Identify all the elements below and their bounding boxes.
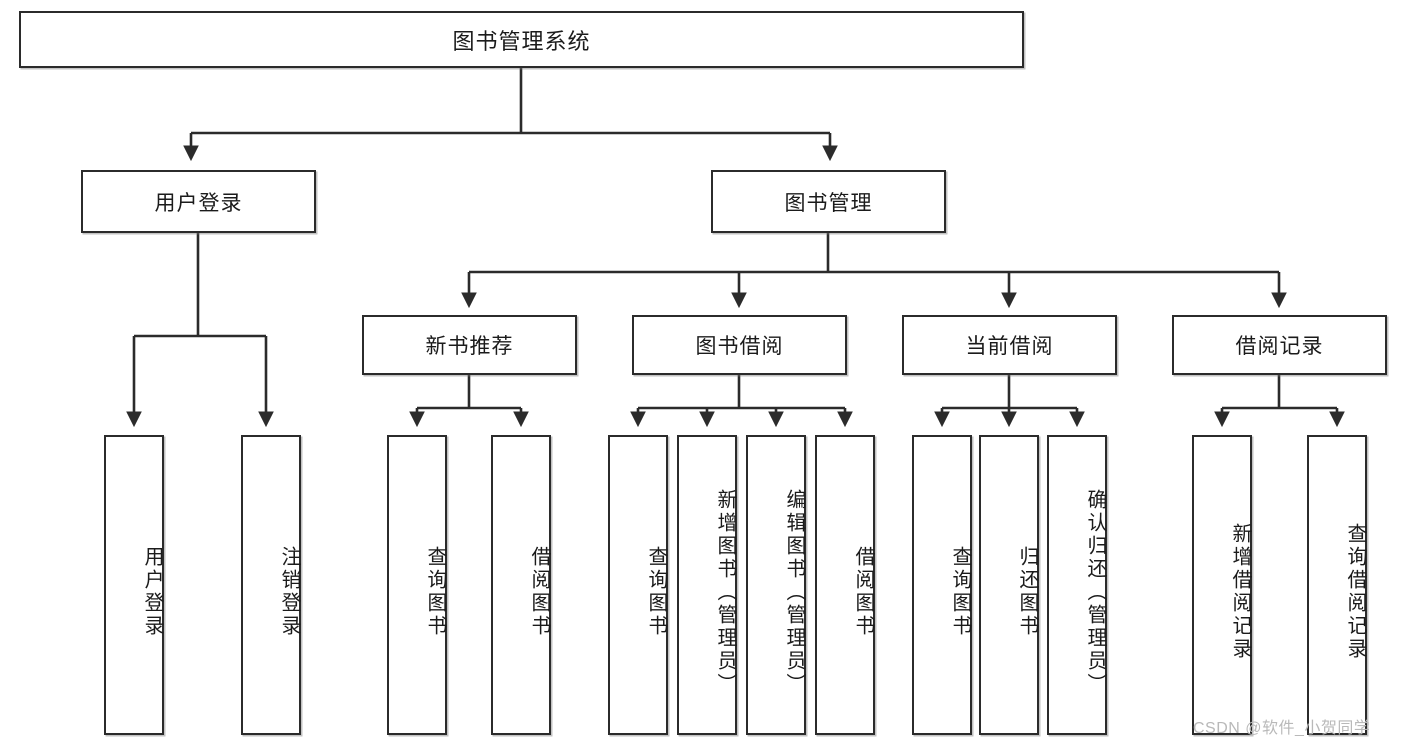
leaf-current-borrow-query-books[interactable]: 查询图书: [912, 435, 972, 735]
leaf-user-login-login[interactable]: 用户登录: [104, 435, 164, 735]
leaf-user-login-logout[interactable]: 注销登录: [241, 435, 301, 735]
node-book-borrow[interactable]: 图书借阅: [632, 315, 847, 375]
leaf-current-borrow-return-books[interactable]: 归还图书: [979, 435, 1039, 735]
leaf-new-book-borrow-books[interactable]: 借阅图书: [491, 435, 551, 735]
leaf-book-borrow-query-books[interactable]: 查询图书: [608, 435, 668, 735]
node-borrow-record[interactable]: 借阅记录: [1172, 315, 1387, 375]
leaf-current-borrow-confirm-return-admin[interactable]: 确认归还（管理员）: [1047, 435, 1107, 735]
node-book-management[interactable]: 图书管理: [711, 170, 946, 233]
node-root-system[interactable]: 图书管理系统: [19, 11, 1024, 68]
leaf-book-borrow-edit-book-admin[interactable]: 编辑图书（管理员）: [746, 435, 806, 735]
node-new-book-recommend[interactable]: 新书推荐: [362, 315, 577, 375]
leaf-book-borrow-borrow-books[interactable]: 借阅图书: [815, 435, 875, 735]
leaf-book-borrow-add-book-admin[interactable]: 新增图书（管理员）: [677, 435, 737, 735]
leaf-borrow-record-add-record[interactable]: 新增借阅记录: [1192, 435, 1252, 735]
leaf-borrow-record-query-record[interactable]: 查询借阅记录: [1307, 435, 1367, 735]
node-current-borrow[interactable]: 当前借阅: [902, 315, 1117, 375]
node-user-login[interactable]: 用户登录: [81, 170, 316, 233]
leaf-new-book-query-books[interactable]: 查询图书: [387, 435, 447, 735]
